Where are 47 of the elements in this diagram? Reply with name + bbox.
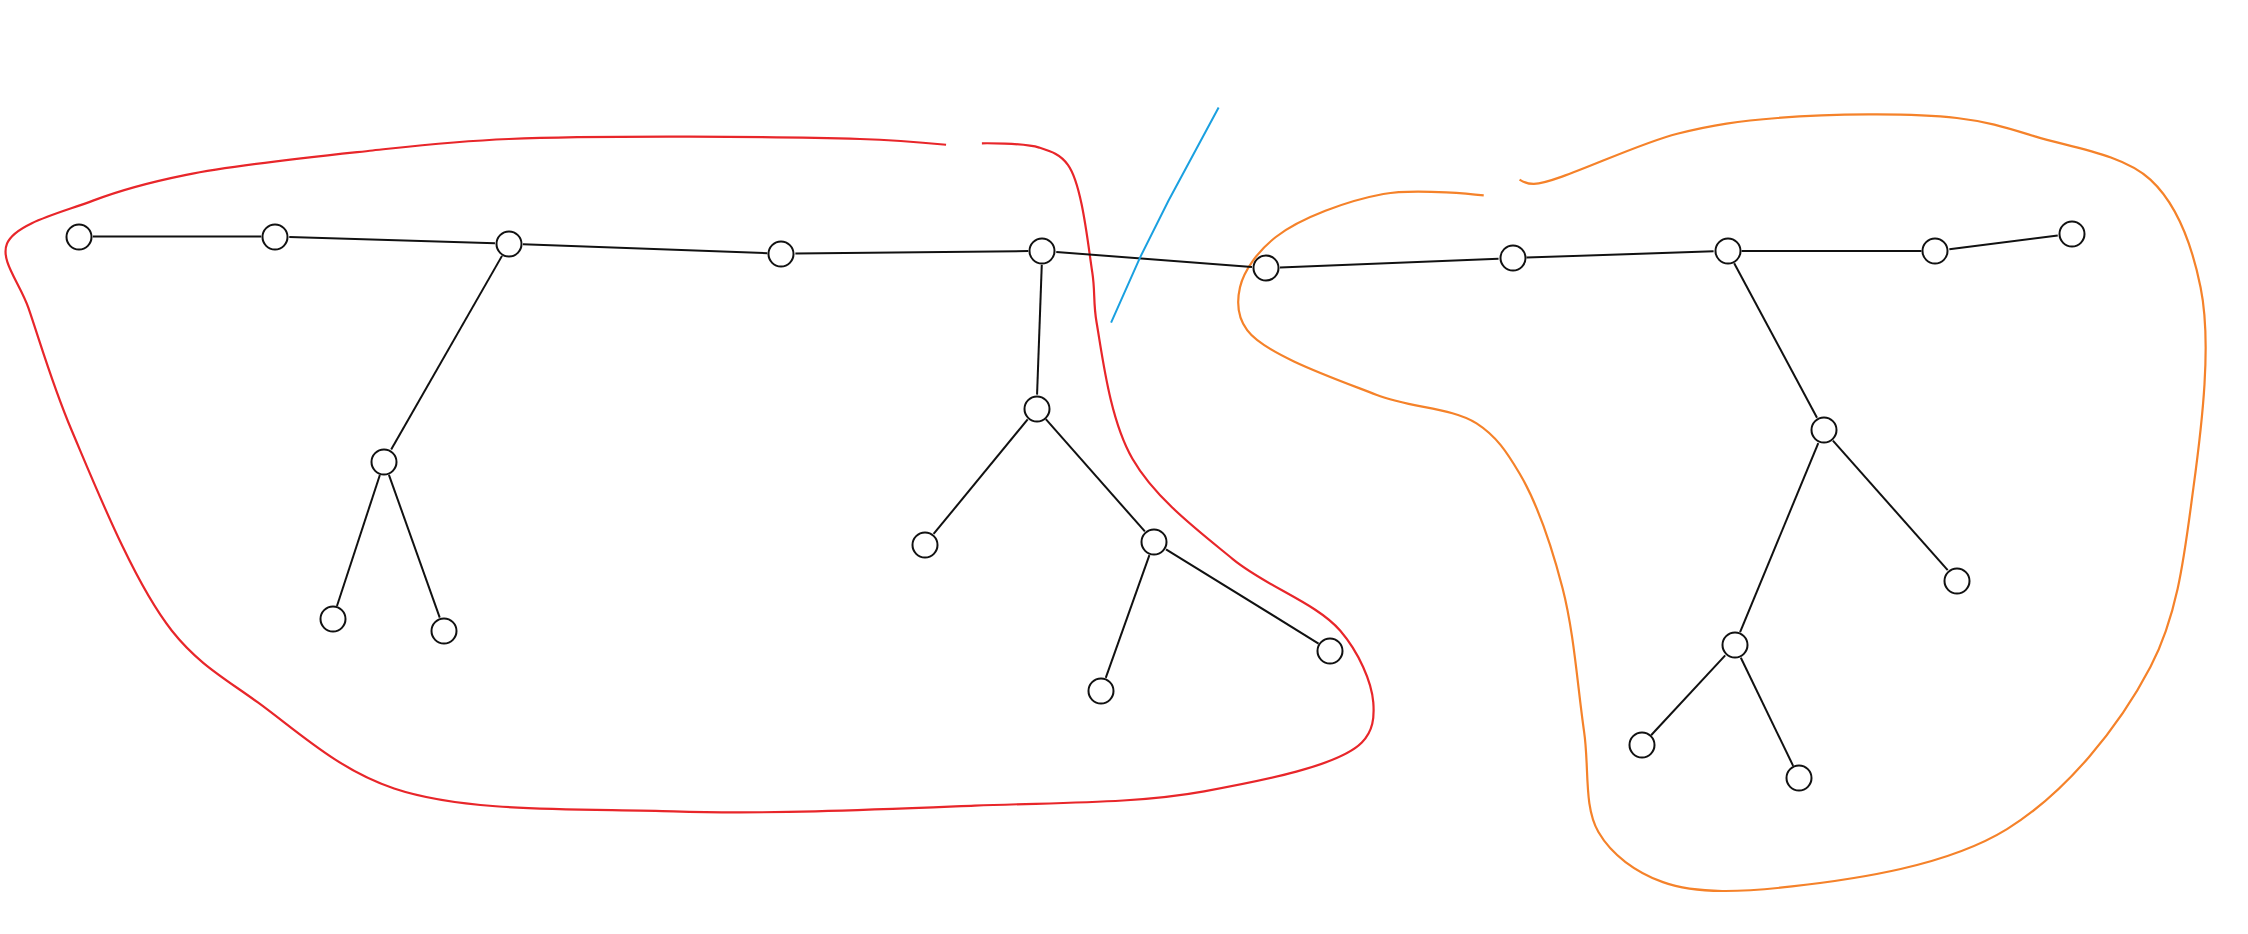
tree-node-circle — [1028, 236, 1057, 265]
connector-line — [1044, 418, 1146, 533]
connector-line — [1055, 250, 1253, 268]
tree-node-circle — [370, 447, 399, 476]
connector-line — [1739, 442, 1820, 634]
tree-node-circle — [430, 616, 459, 645]
connector-line — [1165, 548, 1320, 645]
connector-line — [335, 473, 381, 608]
tree-node-circle — [1140, 527, 1169, 556]
connector-line — [1733, 262, 1818, 419]
tree-node-circle — [318, 605, 347, 634]
tree-node-circle — [1087, 677, 1116, 705]
connector-line — [1278, 257, 1500, 269]
tree-node-circle — [910, 530, 939, 559]
connector-line — [387, 473, 441, 619]
tree-node-circle — [64, 222, 93, 251]
tree-node-circle — [1498, 244, 1527, 273]
tree-node-circle — [1627, 731, 1656, 760]
tree-node-circle — [1316, 636, 1345, 665]
connector-line — [91, 235, 263, 238]
connector-line — [1525, 250, 1715, 259]
tree-node-circle — [1942, 566, 1971, 595]
connector-line — [521, 243, 769, 255]
connector-line — [1650, 654, 1727, 737]
tree-node-circle — [261, 222, 290, 251]
connector-line — [1740, 249, 1923, 252]
tree-node-circle — [1720, 631, 1749, 660]
connector-line — [1948, 234, 2059, 251]
tree-node-circle — [1022, 394, 1051, 423]
tree-node-circle — [767, 239, 796, 268]
region-outline — [4, 136, 1377, 815]
connector-line — [1831, 439, 1949, 572]
connector-line — [1104, 554, 1151, 679]
tree-node-circle — [1921, 236, 1950, 265]
tree-node-circle — [2057, 219, 2086, 248]
connector-line — [390, 254, 503, 451]
tree-node-circle — [1251, 254, 1280, 283]
connector-line — [932, 418, 1029, 535]
connector-line — [1036, 263, 1043, 396]
region-outline — [1237, 114, 2204, 889]
connector-line — [288, 236, 496, 245]
connector-line — [794, 250, 1030, 255]
tree-node-circle — [494, 229, 523, 258]
tree-node-circle — [1809, 416, 1838, 445]
connector-line — [1739, 656, 1795, 767]
tree-node-circle — [1785, 764, 1814, 793]
tree-node-circle — [1713, 236, 1742, 265]
